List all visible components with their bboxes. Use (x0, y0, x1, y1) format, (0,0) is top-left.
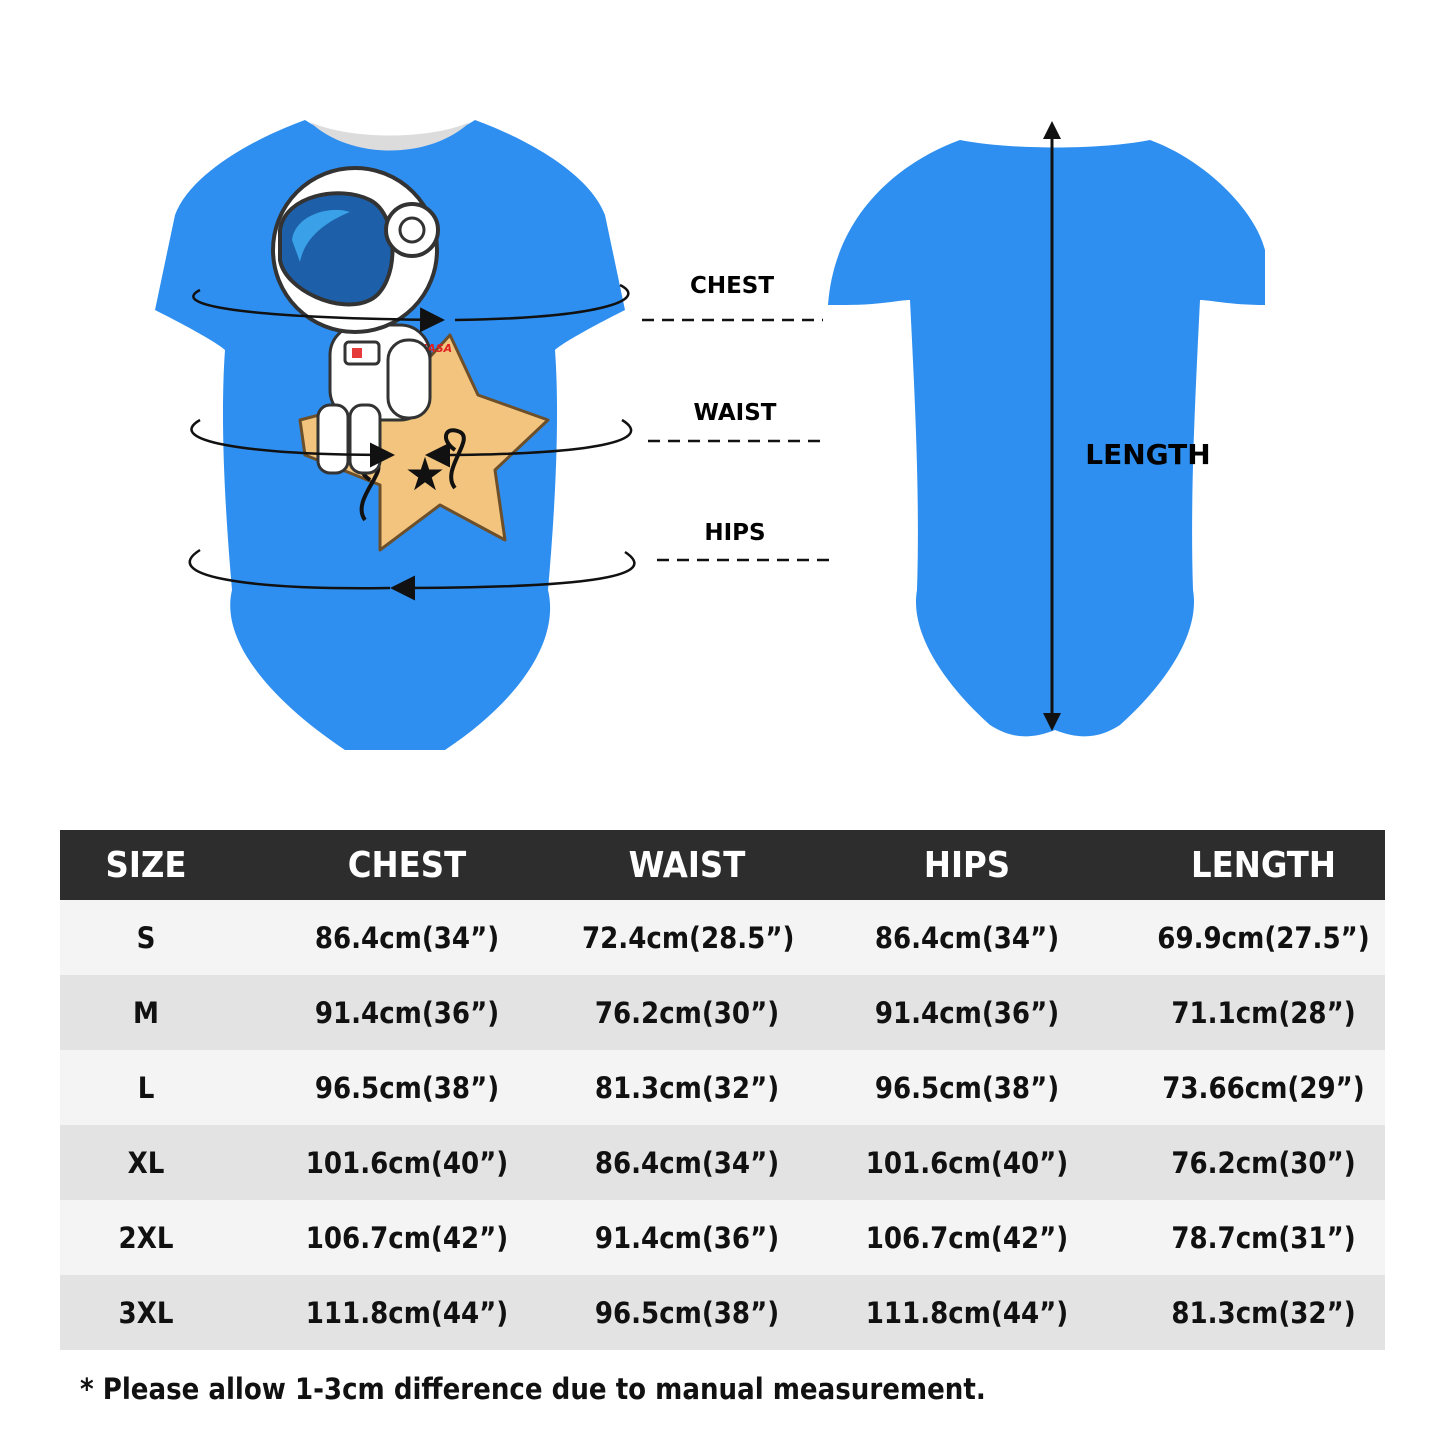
cell-length: 69.9cm(27.5”) (1142, 900, 1385, 975)
cell-chest: 86.4cm(34”) (232, 900, 582, 975)
table-header-row: SIZE CHEST WAIST HIPS LENGTH (60, 830, 1385, 900)
header-size: SIZE (60, 830, 232, 900)
hips-label: HIPS (704, 520, 765, 546)
cell-length: 78.7cm(31”) (1142, 1200, 1385, 1275)
cell-hips: 86.4cm(34”) (792, 900, 1142, 975)
cell-chest: 111.8cm(44”) (232, 1275, 582, 1350)
cell-waist: 96.5cm(38”) (582, 1275, 792, 1350)
cell-chest: 101.6cm(40”) (232, 1125, 582, 1200)
table-row: M 91.4cm(36”) 76.2cm(30”) 91.4cm(36”) 71… (60, 975, 1385, 1050)
header-chest: CHEST (232, 830, 582, 900)
chest-measure-ring (192, 283, 630, 333)
size-chart-table: SIZE CHEST WAIST HIPS LENGTH S 86.4cm(34… (60, 830, 1385, 1350)
table-row: 2XL 106.7cm(42”) 91.4cm(36”) 106.7cm(42”… (60, 1200, 1385, 1275)
cell-waist: 91.4cm(36”) (582, 1200, 792, 1275)
table-row: S 86.4cm(34”) 72.4cm(28.5”) 86.4cm(34”) … (60, 900, 1385, 975)
cell-waist: 76.2cm(30”) (582, 975, 792, 1050)
cell-chest: 96.5cm(38”) (232, 1050, 582, 1125)
cell-length: 73.66cm(29”) (1142, 1050, 1385, 1125)
table-row: XL 101.6cm(40”) 86.4cm(34”) 101.6cm(40”)… (60, 1125, 1385, 1200)
hips-measure-ring (188, 548, 636, 601)
cell-hips: 111.8cm(44”) (792, 1275, 1142, 1350)
cell-hips: 91.4cm(36”) (792, 975, 1142, 1050)
chest-label: CHEST (690, 273, 774, 299)
cell-size: 2XL (60, 1200, 232, 1275)
cell-chest: 91.4cm(36”) (232, 975, 582, 1050)
table-row: L 96.5cm(38”) 81.3cm(32”) 96.5cm(38”) 73… (60, 1050, 1385, 1125)
cell-waist: 72.4cm(28.5”) (582, 900, 794, 975)
cell-hips: 96.5cm(38”) (792, 1050, 1142, 1125)
cell-size: S (60, 900, 232, 975)
table-row: 3XL 111.8cm(44”) 96.5cm(38”) 111.8cm(44”… (60, 1275, 1385, 1350)
cell-hips: 101.6cm(40”) (792, 1125, 1142, 1200)
cell-size: 3XL (60, 1275, 232, 1350)
length-label: LENGTH (1085, 438, 1210, 471)
measurement-note: * Please allow 1-3cm difference due to m… (80, 1372, 986, 1406)
header-waist: WAIST (582, 830, 792, 900)
cell-size: XL (60, 1125, 232, 1200)
cell-size: L (60, 1050, 232, 1125)
cell-length: 71.1cm(28”) (1142, 975, 1385, 1050)
astronaut-print: ★ NASA (271, 166, 550, 552)
cell-length: 81.3cm(32”) (1142, 1275, 1385, 1350)
cell-chest: 106.7cm(42”) (232, 1200, 582, 1275)
header-length: LENGTH (1142, 830, 1385, 900)
cell-waist: 81.3cm(32”) (582, 1050, 792, 1125)
cell-size: M (60, 975, 232, 1050)
cell-length: 76.2cm(30”) (1142, 1125, 1385, 1200)
cell-hips: 106.7cm(42”) (792, 1200, 1142, 1275)
waist-measure-ring (190, 418, 633, 468)
waist-label: WAIST (694, 400, 777, 426)
garment-diagram: ★ NASA CHEST WAIST HIPS (155, 120, 1265, 750)
header-hips: HIPS (792, 830, 1142, 900)
cell-waist: 86.4cm(34”) (582, 1125, 792, 1200)
